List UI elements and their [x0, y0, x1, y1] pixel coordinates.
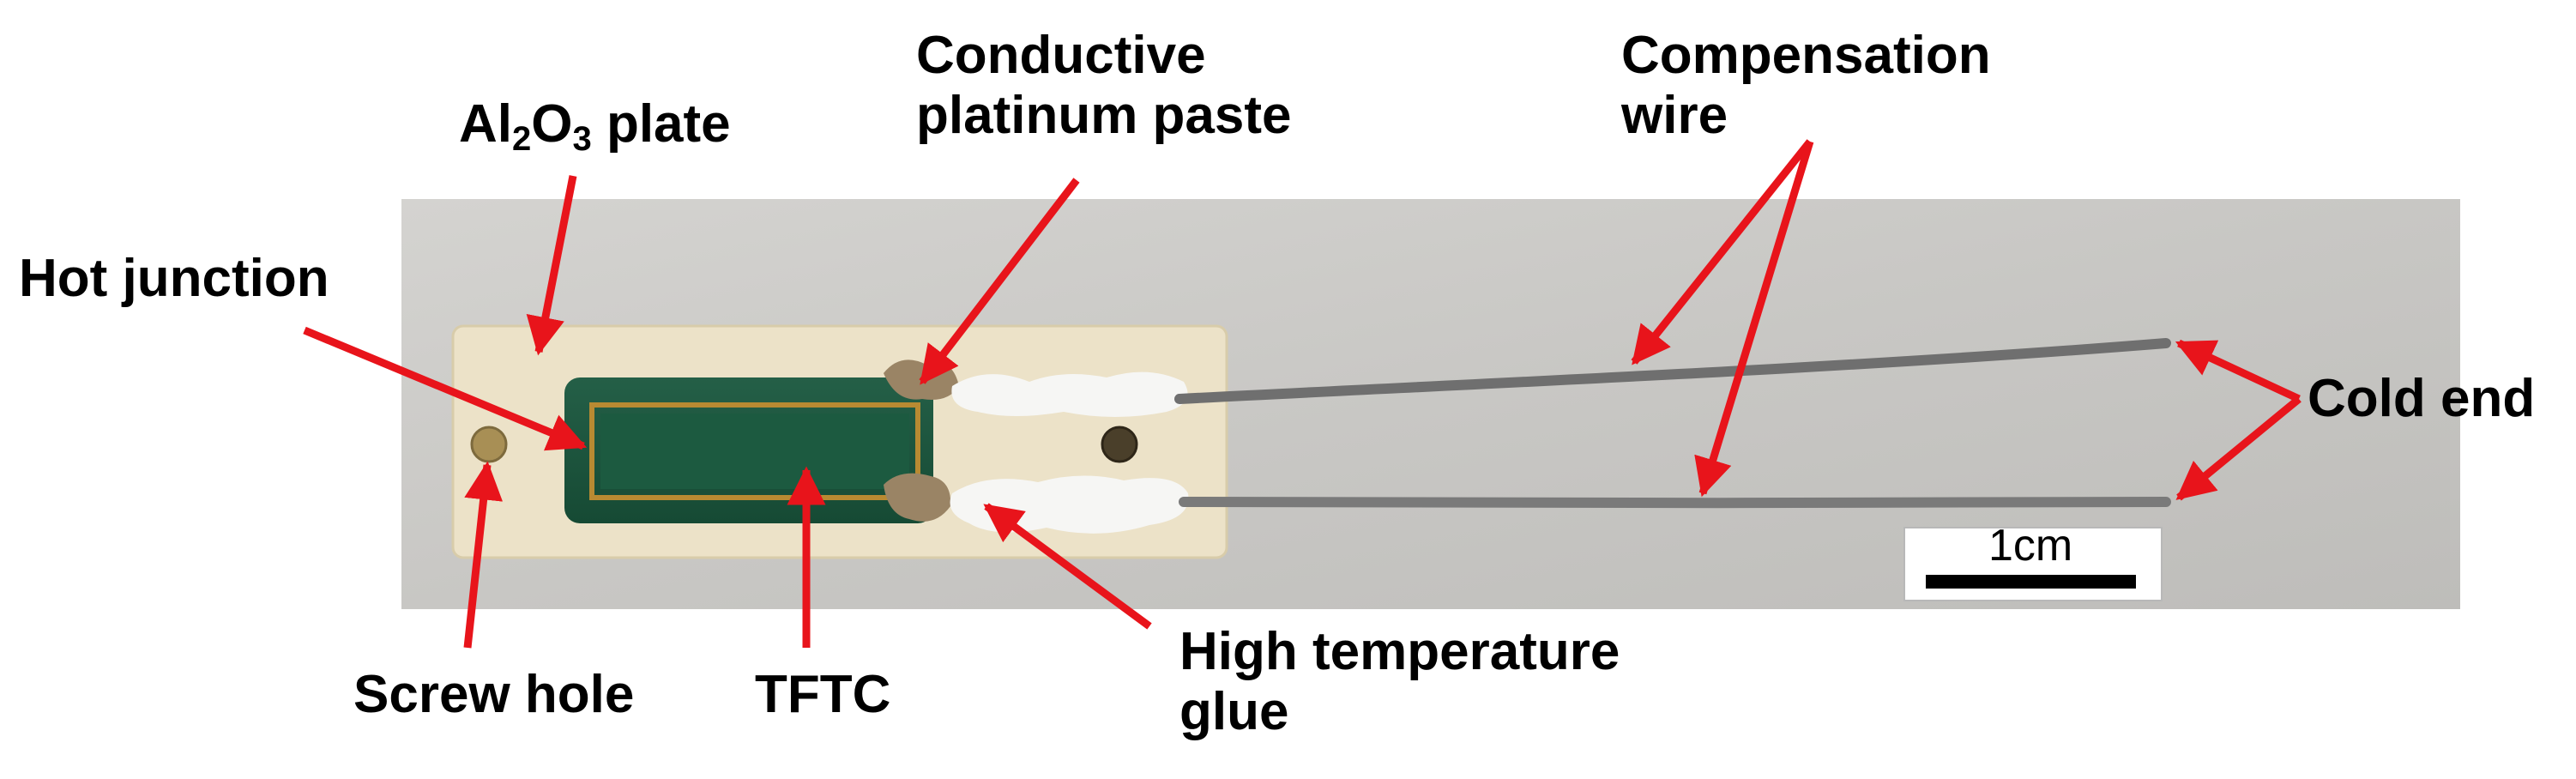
arrow-hot-junction	[303, 326, 588, 451]
conductive-line2: platinum paste	[916, 86, 1292, 145]
compensation-wire-bottom	[1179, 497, 2171, 509]
al2o3-mid: O	[531, 94, 573, 154]
screw-hole-right	[1101, 426, 1138, 463]
compensation-line2: wire	[1621, 86, 1728, 145]
scale-bar-line	[1926, 575, 2136, 589]
al2o3-prefix: Al	[459, 94, 512, 154]
tftc-trace	[589, 402, 920, 500]
arrow-cold-end-top	[2175, 339, 2301, 403]
conductive-line1: Conductive	[916, 26, 1206, 85]
label-compensation-wire: Compensation wire	[1621, 26, 1991, 146]
label-high-temperature-glue: High temperature glue	[1179, 622, 1620, 742]
label-screw-hole: Screw hole	[353, 665, 634, 725]
arrow-glue	[983, 503, 1152, 630]
label-al2o3-plate: Al2O3 plate	[459, 94, 731, 156]
scale-bar-label: 1cm	[1988, 521, 2073, 571]
glue-top	[951, 371, 1188, 417]
compensation-line1: Compensation	[1621, 26, 1991, 85]
glue-line2: glue	[1179, 682, 1289, 741]
arrow-conductive	[919, 178, 1080, 385]
arrows	[303, 139, 2302, 649]
screw-hole-text: Screw hole	[353, 665, 635, 724]
arrow-al2o3	[526, 175, 577, 356]
compensation-wire-top	[1174, 338, 2171, 404]
glue-line1: High temperature	[1179, 622, 1620, 681]
platinum-paste-bottom	[884, 473, 951, 522]
arrow-cold-end-bottom	[2175, 396, 2302, 501]
label-cold-end: Cold end	[2308, 369, 2535, 429]
arrow-compensation-bottom	[1694, 140, 1814, 498]
arrow-screw-hole	[463, 461, 504, 649]
al2o3-sub2: 3	[572, 120, 592, 158]
al2o3-sub1: 2	[512, 120, 532, 158]
al2o3-suffix: plate	[591, 94, 731, 154]
tftc-inner	[600, 414, 909, 489]
hot-junction-text: Hot junction	[19, 249, 329, 308]
label-hot-junction: Hot junction	[19, 249, 329, 309]
label-tftc: TFTC	[755, 665, 890, 725]
label-conductive-platinum-paste: Conductive platinum paste	[916, 26, 1292, 146]
cold-end-text: Cold end	[2308, 369, 2536, 428]
screw-hole-left	[470, 426, 508, 463]
tftc-text: TFTC	[755, 665, 891, 724]
arrow-compensation-top	[1631, 139, 1813, 365]
